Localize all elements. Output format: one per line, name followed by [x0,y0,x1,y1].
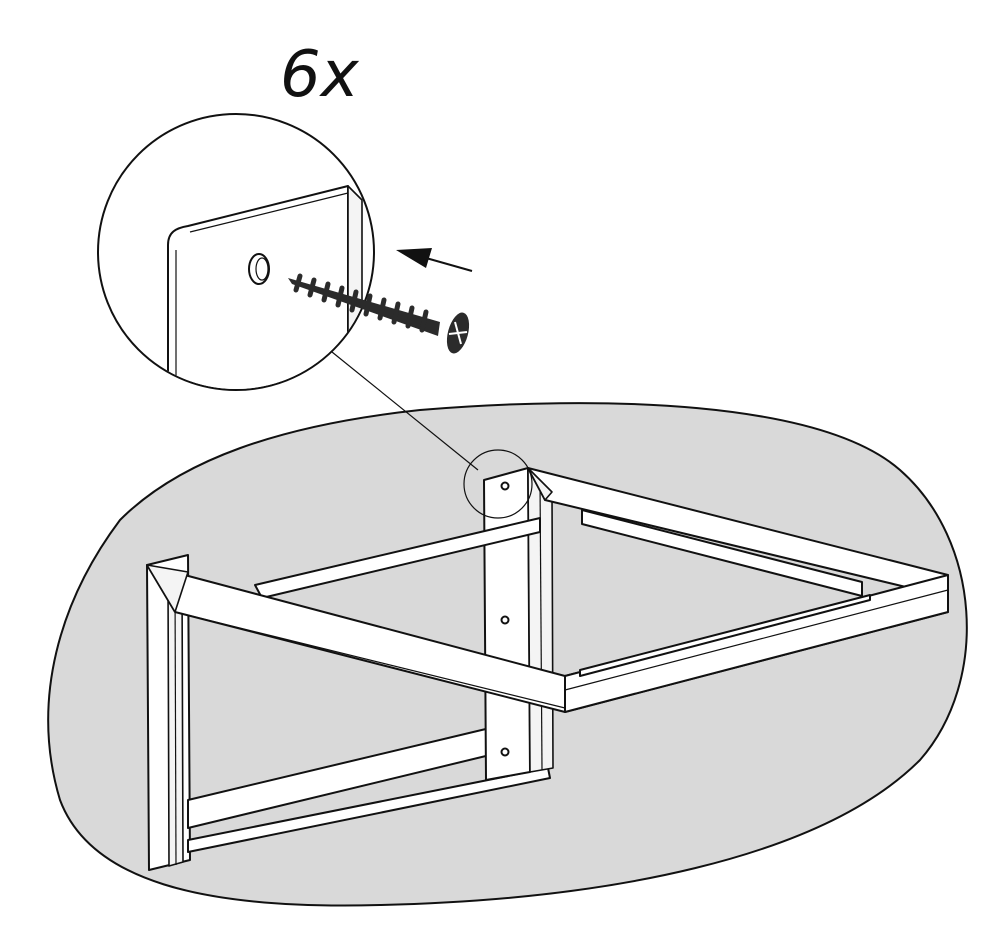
detail-magnifier [97,113,375,391]
screw-icon [288,273,470,354]
detail-leader-line [331,351,479,471]
quantity-label: 6x [280,38,360,112]
insert-direction-arrow [396,248,473,272]
screw-hole [248,253,270,285]
detail-target-circle [463,449,533,519]
shelf-frame [146,467,949,871]
